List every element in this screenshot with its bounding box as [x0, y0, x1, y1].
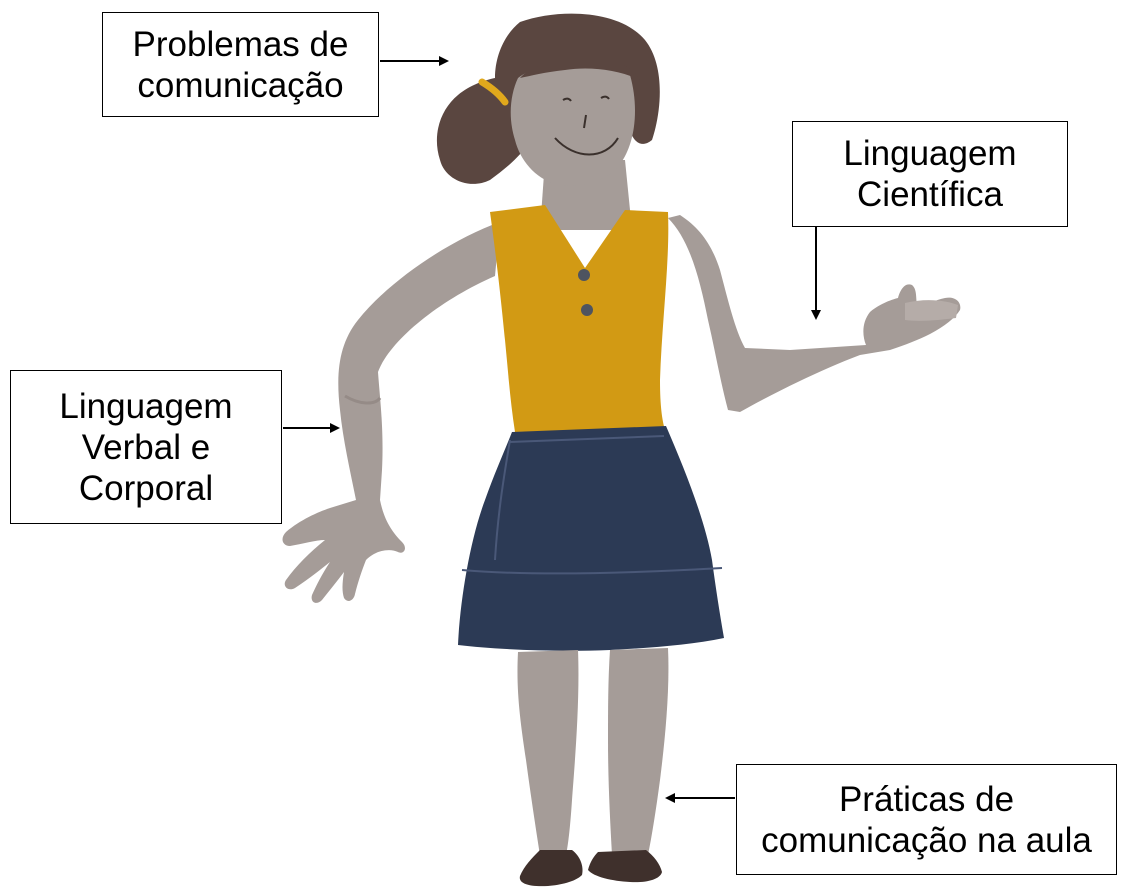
- label-verbal-text: Linguagem Verbal e Corporal: [59, 386, 233, 508]
- nose: [583, 114, 587, 129]
- right-shoe: [588, 850, 662, 883]
- label-praticas-text: Práticas de comunicação na aula: [761, 779, 1092, 860]
- elbow-crease: [344, 394, 382, 405]
- head: [436, 13, 660, 186]
- label-cientifica-text: Linguagem Científica: [843, 134, 1017, 214]
- left-arm: [282, 222, 500, 603]
- right-arm: [668, 215, 961, 412]
- blouse: [490, 205, 669, 432]
- right-leg: [608, 648, 669, 855]
- arrows: [283, 56, 821, 803]
- blouse-button: [581, 304, 593, 316]
- right-eye: [600, 95, 610, 100]
- left-leg: [517, 650, 579, 855]
- blouse-button: [578, 269, 590, 281]
- label-praticas-comunicacao: Práticas de comunicação na aula: [736, 764, 1117, 875]
- label-linguagem-verbal-corporal: Linguagem Verbal e Corporal: [10, 370, 282, 524]
- smile: [554, 137, 619, 156]
- left-eye: [562, 97, 572, 102]
- hair-band: [478, 78, 509, 106]
- left-shoe: [519, 850, 583, 887]
- label-problemas-comunicacao: Problemas de comunicação: [102, 12, 379, 117]
- label-problemas-text: Problemas de comunicação: [132, 24, 349, 105]
- skirt: [458, 426, 724, 651]
- label-linguagem-cientifica: Linguagem Científica: [792, 121, 1068, 227]
